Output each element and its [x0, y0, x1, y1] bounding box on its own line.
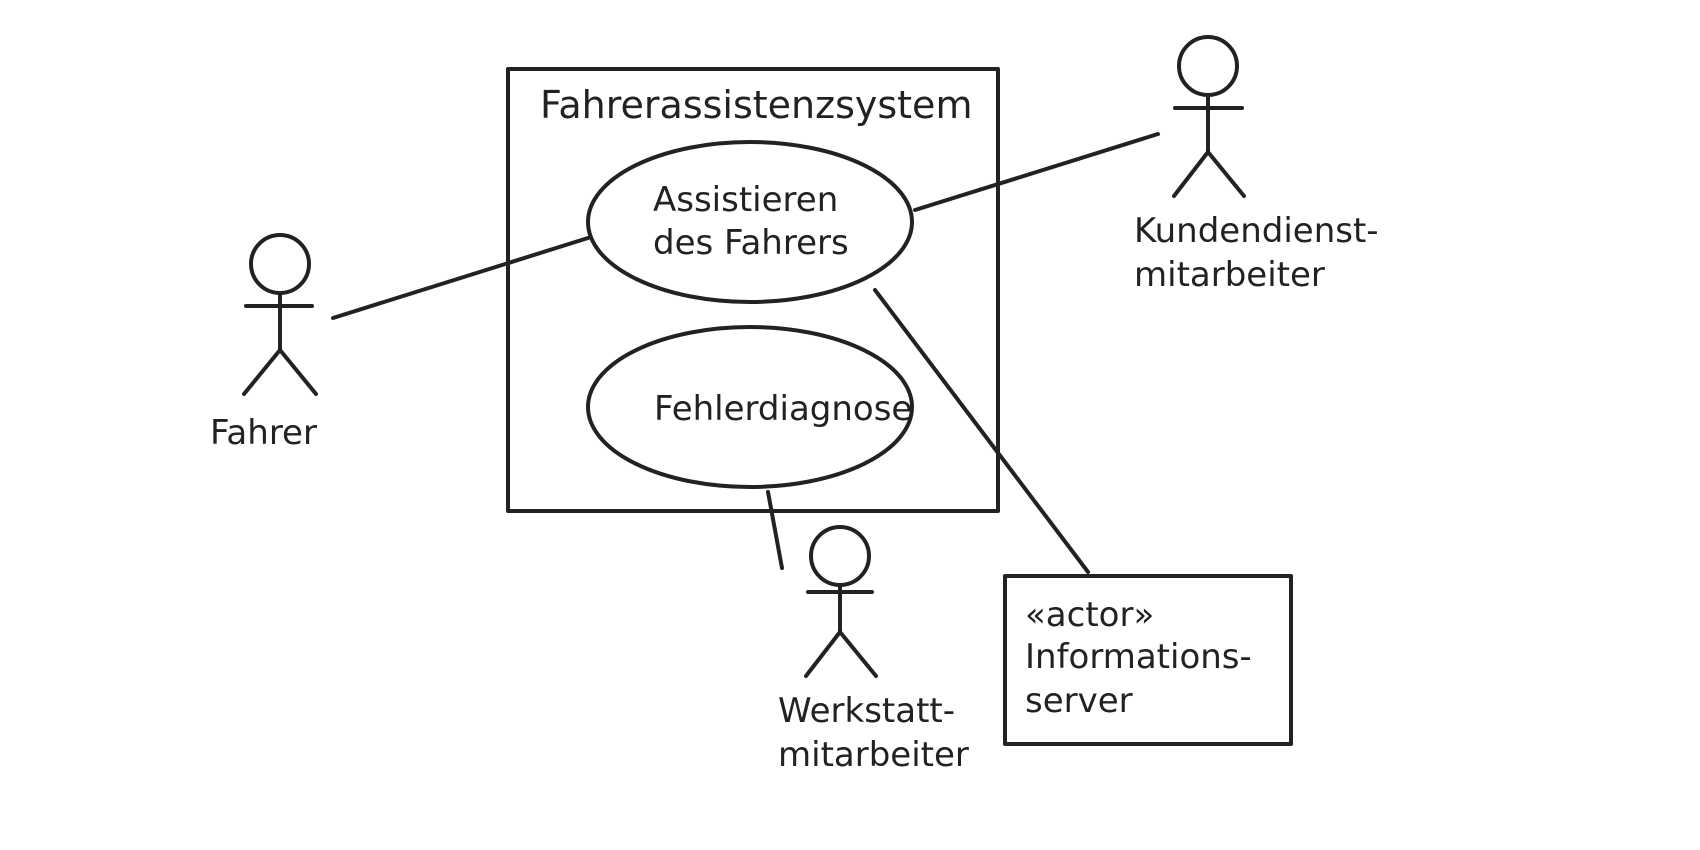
- actor-customer-service-leg-left: [1172, 150, 1210, 198]
- actor-driver[interactable]: Fahrer: [210, 233, 318, 453]
- association-info-server-assist: [873, 288, 1090, 574]
- system-boundary: Fahrerassistenzsystem: [506, 67, 1000, 513]
- actor-customer-service-label-line2: mitarbeiter: [1134, 255, 1325, 295]
- actor-workshop-leg-right: [838, 630, 878, 678]
- use-case-assist-driver-ellipse[interactable]: [586, 140, 914, 304]
- use-case-error-diagnosis-label: Fehlerdiagnose: [654, 389, 912, 429]
- use-case-error-diagnosis-ellipse[interactable]: [586, 325, 914, 489]
- actor-customer-service-head: [1177, 35, 1239, 97]
- use-case-error-diagnosis[interactable]: Fehlerdiagnose: [586, 325, 914, 489]
- actor-driver-leg-left: [242, 348, 282, 396]
- system-name: Fahrerassistenzsystem: [540, 83, 972, 127]
- actor-workshop[interactable]: Werkstatt- mitarbeiter: [778, 525, 969, 775]
- actor-customer-service-leg-right: [1206, 150, 1246, 198]
- use-case-assist-driver-label-line1: Assistieren: [653, 180, 838, 220]
- actor-customer-service[interactable]: Kundendienst- mitarbeiter: [1134, 35, 1379, 295]
- association-driver-assist: [331, 236, 590, 320]
- actor-workshop-head: [809, 525, 871, 587]
- actor-info-server-box[interactable]: [1003, 574, 1293, 746]
- use-case-assist-driver-label-line2: des Fahrers: [653, 223, 849, 263]
- association-customer-service-assist: [913, 132, 1160, 212]
- association-workshop-diagnosis: [766, 490, 784, 570]
- actor-info-server-label-line1: Informations-: [1025, 637, 1252, 677]
- actor-driver-head: [249, 233, 311, 295]
- actor-driver-label: Fahrer: [210, 413, 317, 453]
- actor-workshop-leg-left: [804, 630, 842, 678]
- system-boundary-box: [506, 67, 1000, 513]
- use-case-assist-driver[interactable]: Assistieren des Fahrers: [586, 140, 914, 304]
- actor-info-server-label-line2: server: [1025, 681, 1133, 721]
- actor-info-server-stereotype: «actor»: [1025, 595, 1154, 635]
- actor-info-server[interactable]: «actor» Informations- server: [1003, 574, 1293, 746]
- actor-workshop-label-line2: mitarbeiter: [778, 735, 969, 775]
- actor-driver-leg-right: [278, 348, 318, 396]
- actor-customer-service-label-line1: Kundendienst-: [1134, 211, 1379, 251]
- actor-workshop-label-line1: Werkstatt-: [778, 691, 955, 731]
